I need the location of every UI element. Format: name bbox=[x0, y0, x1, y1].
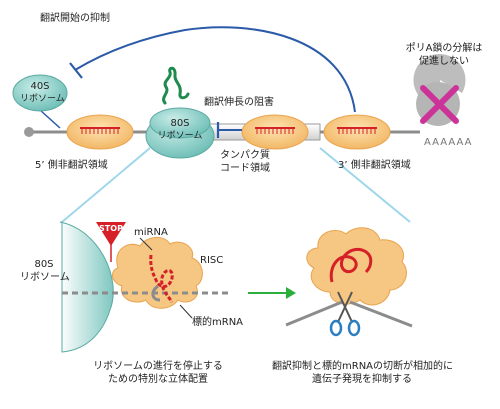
caption-right-line1: 翻訳抑制と標的mRNAの切断が相加的に bbox=[272, 361, 454, 372]
polya-line2: 促進しない bbox=[419, 56, 469, 67]
cds-line1: タンパク質 bbox=[220, 150, 270, 161]
ribosome-80s-large bbox=[59, 221, 114, 353]
ribosome-80s-line1: 80S bbox=[170, 118, 190, 129]
ribosome-80s-line2: リボソーム bbox=[157, 131, 203, 141]
mirna-strand bbox=[149, 254, 174, 303]
ribosome-80s-label: 80S リボソーム bbox=[153, 117, 207, 143]
cds-label: タンパク質 コード領域 bbox=[220, 149, 270, 175]
bottom-80s-line1: 80S bbox=[34, 259, 54, 270]
risc-complex-5utr bbox=[66, 114, 134, 150]
polya-line1: ポリA鎖の分解は bbox=[405, 43, 483, 54]
mirna-strand-right bbox=[329, 247, 373, 283]
caption-right-line2: 遺伝子発現を抑制する bbox=[312, 374, 412, 385]
polya-label: ポリA鎖の分解は 促進しない bbox=[398, 42, 490, 68]
caption-left: リボソームの進行を停止する ための特別な立体配置 bbox=[78, 360, 238, 386]
cleaved-mrna bbox=[285, 300, 413, 328]
risc-complex-3utr bbox=[323, 114, 391, 150]
squiggle-peptide-icon bbox=[162, 66, 190, 105]
caption-left-line1: リボソームの進行を停止する bbox=[93, 361, 223, 372]
caption-right: 翻訳抑制と標的mRNAの切断が相加的に 遺伝子発現を抑制する bbox=[272, 360, 454, 386]
ribosome-80s bbox=[145, 107, 215, 159]
target-mrna-pointer bbox=[179, 304, 193, 319]
bottom-80s-line2: リボソーム bbox=[20, 272, 70, 283]
cds-line2: コード領域 bbox=[220, 163, 270, 174]
translation-init-inhibition-label: 翻訳開始の抑制 bbox=[40, 13, 110, 24]
elongation-inhibition-bar bbox=[216, 122, 242, 138]
mirna-label: miRNA bbox=[134, 227, 168, 238]
ribosome-40s-line1: 40S bbox=[30, 81, 50, 92]
scissors-icon bbox=[329, 291, 361, 337]
risc-complex-cds bbox=[241, 114, 309, 150]
stop-sign-icon bbox=[96, 222, 126, 262]
prohibited-x-icon bbox=[413, 54, 466, 126]
ribosome-40s-label: 40S リボソーム bbox=[20, 80, 65, 106]
risc-label: RISC bbox=[200, 255, 224, 266]
ribosome-40s-line2: リボソーム bbox=[20, 94, 65, 104]
translation-initiation-inhibition-arc bbox=[69, 26, 356, 113]
arrow-right-icon bbox=[248, 287, 296, 299]
target-mrna-label: 標的mRNA bbox=[192, 317, 244, 328]
ribosome-40s bbox=[12, 74, 68, 112]
elongation-inhibition-label: 翻訳伸長の阻害 bbox=[204, 97, 274, 108]
mirna-pointer bbox=[139, 237, 153, 251]
utr3-label: 3’ 側非翻訳領域 bbox=[338, 160, 411, 171]
connector-40s bbox=[39, 109, 61, 129]
stop-sign-text: STOP bbox=[99, 224, 123, 233]
utr5-label: 5’ 側非翻訳領域 bbox=[35, 160, 108, 171]
bottom-80s-label: 80S リボソーム bbox=[20, 258, 70, 284]
risc-blob-left bbox=[112, 237, 203, 309]
caption-left-line2: ための特別な立体配置 bbox=[108, 374, 208, 385]
zoom-lines bbox=[61, 147, 411, 223]
polya-tail-label: AAAAAA bbox=[424, 137, 473, 148]
